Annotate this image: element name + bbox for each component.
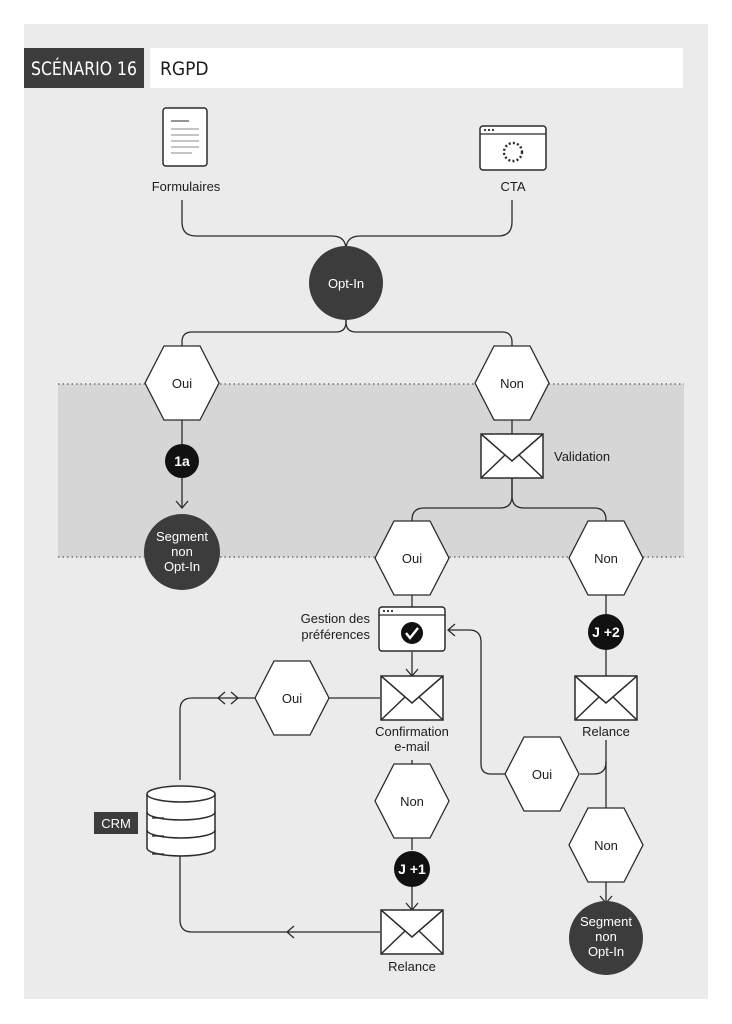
non-label-4: Non [594, 838, 618, 853]
non-label-1: Non [500, 376, 524, 391]
non-label-2: Non [594, 551, 618, 566]
title-bar [150, 48, 683, 88]
page-title: RGPD [160, 58, 209, 80]
segment-2-line1: Segment [580, 914, 632, 929]
form-icon [162, 107, 208, 167]
badge-j1-label: J +1 [398, 861, 426, 877]
browser-check-icon [378, 606, 446, 652]
segment-1-line1: Segment [156, 529, 208, 544]
envelope-icon [480, 433, 544, 479]
segment-2-line2: non [595, 929, 617, 944]
cta-label: CTA [500, 179, 525, 194]
non-label-3: Non [400, 794, 424, 809]
segment-node-2 [569, 901, 643, 975]
confirmation-line1: Confirmation [375, 724, 449, 739]
optin-label: Opt-In [328, 276, 364, 291]
segment-2-line3: Opt-In [588, 944, 624, 959]
database-icon [146, 785, 216, 857]
badge-j2-label: J +2 [592, 624, 620, 640]
relance-label-2: Relance [388, 959, 436, 974]
crm-label: CRM [101, 816, 131, 831]
crm-badge [94, 812, 138, 834]
validation-label: Validation [554, 449, 610, 464]
oui-label-4: Oui [532, 767, 552, 782]
gestion-line2: préférences [301, 627, 370, 642]
badge-j2 [588, 614, 624, 650]
segment-1-line3: Opt-In [164, 559, 200, 574]
segment-1-line2: non [171, 544, 193, 559]
confirmation-line2: e-mail [394, 739, 430, 754]
badge-1a-label: 1a [174, 453, 190, 469]
gestion-line1: Gestion des [301, 611, 371, 626]
browser-loading-icon [479, 125, 547, 171]
scenario-badge [24, 48, 144, 88]
envelope-icon [380, 675, 444, 721]
connectors [175, 200, 613, 939]
segment-node-1 [144, 514, 220, 590]
oui-label-1: Oui [172, 376, 192, 391]
badge-1a [165, 444, 199, 478]
optin-node [309, 246, 383, 320]
oui-label-2: Oui [402, 551, 422, 566]
envelope-icon [574, 675, 638, 721]
formulaires-label: Formulaires [152, 179, 221, 194]
relance-label-1: Relance [582, 724, 630, 739]
envelope-icon [380, 909, 444, 955]
badge-j1 [394, 851, 430, 887]
oui-label-3: Oui [282, 691, 302, 706]
scenario-label: SCÉNARIO 16 [31, 57, 137, 80]
